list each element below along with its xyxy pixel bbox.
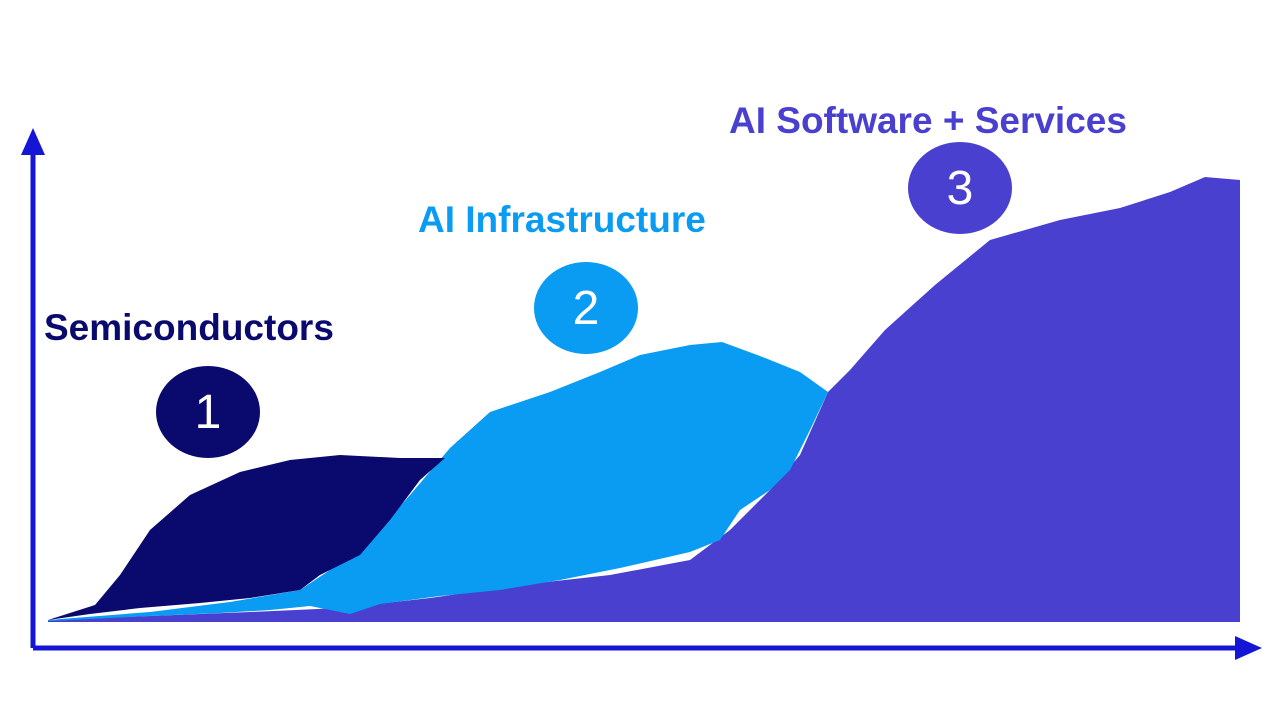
phase-1-badge: 1 [156,366,260,458]
phase-3-badge: 3 [908,142,1012,234]
infrastructure-area [48,342,828,621]
y-axis-arrowhead [21,128,45,155]
ai-software-services-label: AI Software + Services [729,100,1127,141]
semiconductors-area [48,455,445,620]
x-axis-arrowhead [1235,636,1262,660]
ai-infrastructure-label: AI Infrastructure [418,199,706,240]
software-area [48,177,1240,622]
phase-2-badge: 2 [534,262,638,354]
semiconductors-label: Semiconductors [44,307,334,348]
